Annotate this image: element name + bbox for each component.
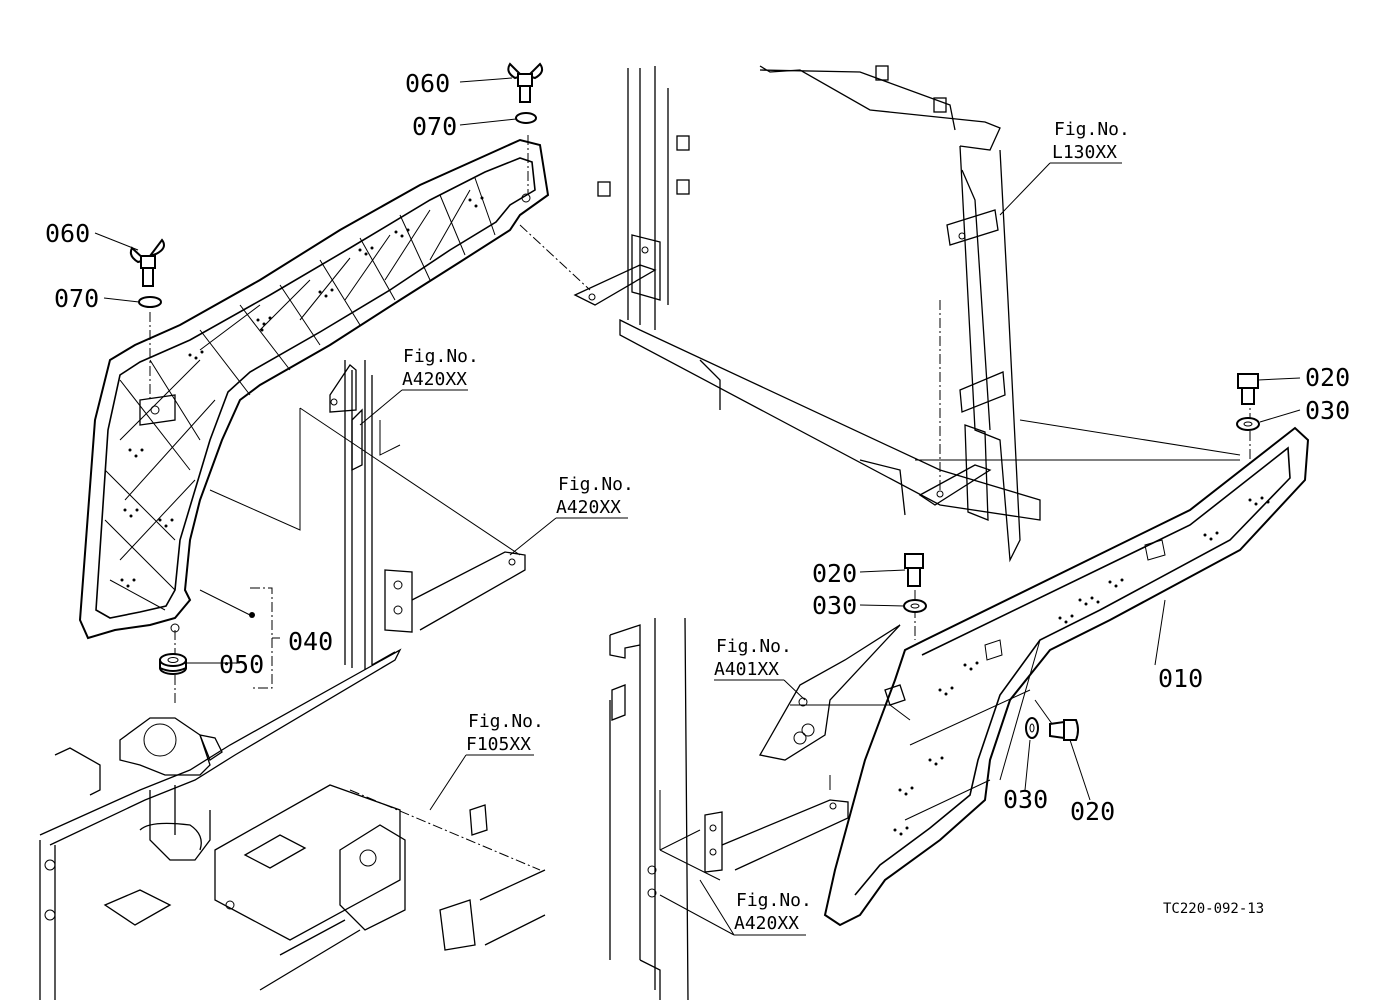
figref-a420b-title: Fig.No.	[558, 474, 634, 495]
bushing	[159, 653, 187, 675]
label-040: 040	[288, 627, 333, 656]
wing-nut-left	[129, 238, 165, 308]
label-030-mid: 030	[812, 591, 857, 620]
bolt-mid	[903, 553, 927, 613]
hardware	[129, 62, 1260, 741]
label-010: 010	[1158, 664, 1203, 693]
label-020-bottom: 020	[1070, 797, 1115, 826]
figref-a420a-code: A420XX	[402, 369, 467, 390]
label-060-top: 060	[405, 69, 450, 98]
bracket-a401	[758, 624, 911, 761]
lower-frame	[39, 648, 546, 1000]
figure-references: Fig.No. L130XX Fig.No. A420XX Fig.No. A4…	[402, 119, 1130, 934]
label-020-right: 020	[1305, 363, 1350, 392]
figref-a420a-title: Fig.No.	[403, 346, 479, 367]
label-060-left: 060	[45, 219, 90, 248]
figref-f105-title: Fig.No.	[468, 711, 544, 732]
bracket-a420	[209, 360, 526, 670]
figref-l130-code: L130XX	[1052, 142, 1117, 163]
label-070-top: 070	[412, 112, 457, 141]
label-020-mid: 020	[812, 559, 857, 588]
label-030-right: 030	[1305, 396, 1350, 425]
wing-nut-top	[507, 62, 544, 124]
upper-frame	[519, 65, 1041, 563]
figref-a420c-code: A420XX	[734, 913, 799, 934]
leader-lines	[94, 77, 1301, 936]
bolt-right-top	[1236, 373, 1260, 431]
perforation-dots-right	[893, 496, 1270, 836]
figref-a420c-title: Fig.No.	[736, 890, 812, 911]
part-number-labels: 060 070 060 070 020 030 020 030 010 040 …	[45, 69, 1350, 826]
bolt-bottom	[1025, 717, 1079, 741]
right-fender	[823, 395, 1310, 927]
label-030-bottom: 030	[1003, 785, 1048, 814]
drawing-code: TC220-092-13	[1163, 901, 1264, 917]
left-fender	[78, 135, 550, 705]
bracket-a420-lower	[609, 617, 849, 1001]
figref-a420b-code: A420XX	[556, 497, 621, 518]
label-050: 050	[219, 650, 264, 679]
figref-f105-code: F105XX	[466, 734, 531, 755]
figref-a401-code: A401XX	[714, 659, 779, 680]
figref-l130-title: Fig.No.	[1054, 119, 1130, 140]
perforation-dots	[120, 196, 484, 588]
figref-a401-title: Fig.No.	[716, 636, 792, 657]
label-070-left: 070	[54, 284, 99, 313]
